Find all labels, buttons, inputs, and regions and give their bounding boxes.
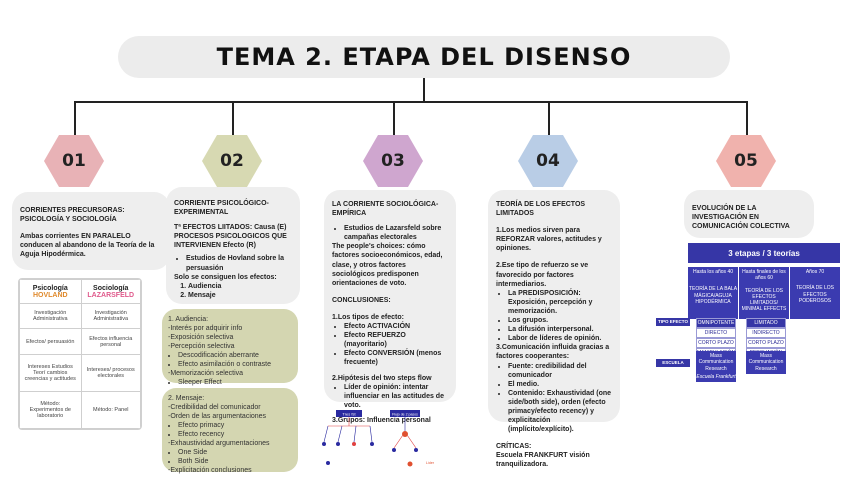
row-label-tipo-efecto: TIPO EFECTO [656,318,690,326]
period-2: Hasta finales de los años 60 TEORÍA DE L… [739,267,789,319]
card-precursoras: CORRIENTES PRECURSORAS: PSICOLOGÍA Y SOC… [12,192,170,270]
diagram-node [336,442,340,446]
diagram-label-b: Flujo de 2 pasos [392,413,418,417]
diagram-label-a: Tres fst [342,412,356,417]
box-audiencia: 1. Audiencia: -Interés por adquirir info… [162,309,298,386]
connector-vertical-main [423,78,425,102]
period-3: Años 70 TEORÍA DE LOS EFECTOS PODEROSOS [790,267,840,319]
hexagon-04: 04 [518,135,578,187]
page-title: TEMA 2. ETAPA DEL DISENSO [216,43,632,71]
connector-04 [548,101,550,135]
card-sociologica: LA CORRIENTE SOCIOLÓGICA-EMPÍRICA Estudi… [324,190,456,424]
hexagon-05: 05 [716,135,776,187]
hexagon-03: 03 [363,135,423,187]
card-body: Ambas corrientes EN PARALELO conducen al… [20,233,155,259]
stages-chart: 3 etapas / 3 teorías Hasta los años 40 T… [656,243,840,385]
hexagon-02: 02 [202,135,262,187]
school-1: Mass Communication Research Escuela Fran… [696,351,736,382]
card-evolucion: EVOLUCIÓN DE LA INVESTIGACIÓN EN COMUNIC… [684,190,814,238]
title-banner: TEMA 2. ETAPA DEL DISENSO [118,36,730,78]
diagram-node [392,448,396,452]
table-header-sociologia: Sociología LAZARSFELD [80,279,141,304]
diagram-node [370,442,374,446]
diagram-box-a [336,410,362,417]
diagram-node [414,448,418,452]
diagram-node [407,461,413,467]
diagram-node [402,431,408,437]
connector-02 [232,101,234,135]
period-1: Hasta los años 40 TEORÍA DE LA BALA MÁGI… [688,267,738,319]
school-2: Mass Communication Research [746,351,786,374]
card-title: CORRIENTES PRECURSORAS: PSICOLOGÍA Y SOC… [20,207,125,224]
diagram-node [322,442,326,446]
card-efectos-limitados: TEORÍA DE LOS EFECTOS LIMITADOS 1.Los me… [488,190,620,468]
connector-horizontal [74,101,747,103]
connector-01 [74,101,76,135]
row-label-escuela: ESCUELA [656,359,690,367]
diagram-node [352,442,356,446]
card-psicologico: CORRIENTE PSICOLÓGICO-EXPERIMENTAL Tª EF… [166,187,300,304]
diagram-node [326,461,330,465]
hexagon-01: 01 [44,135,104,187]
comparison-table: Psicología HOVLAND Sociología LAZARSFELD… [18,278,142,430]
box-mensaje: 2. Mensaje: -Credibilidad del comunicado… [162,388,298,474]
diagram-box-b [390,410,420,417]
diagram-label-c: Líder [426,461,435,465]
table-row: Intereses Estudios Teorí cambios creenci… [19,353,141,392]
two-step-flow-diagram: Tres fst Flujo de 2 pasos Líder [322,410,435,467]
connector-05 [746,101,748,135]
table-header-psicologia: Psicología HOVLAND [19,279,82,304]
stages-chart-header: 3 etapas / 3 teorías [688,243,840,263]
connector-03 [393,101,395,135]
